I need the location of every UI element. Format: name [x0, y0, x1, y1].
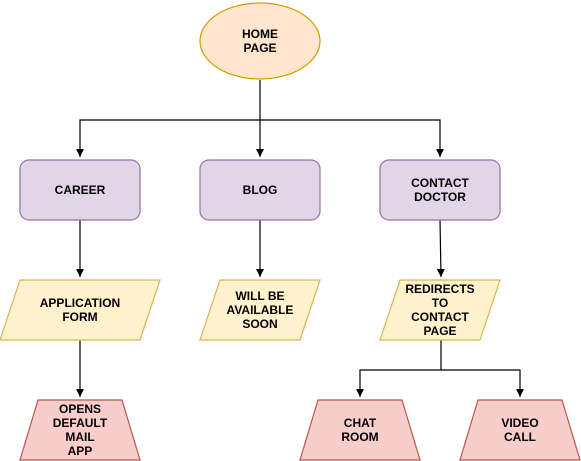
contact-doctor-node: [379, 159, 501, 221]
opens-default-mail-app-node: [19, 399, 141, 461]
home-page-node: [199, 2, 321, 80]
connector-redirects-to-chat-room: [356, 340, 442, 397]
career-node: [19, 159, 141, 221]
video-call-node: [459, 399, 581, 461]
connector-contact-to-redirects: [436, 219, 445, 278]
blog-node: [199, 159, 321, 221]
will-be-available-soon-node: [199, 279, 321, 341]
chat-room-node: [299, 399, 421, 461]
connector-home-to-contact-doctor: [260, 119, 444, 157]
connector-redirects-to-video-call: [441, 369, 524, 397]
redirects-to-contact-page-node: [379, 279, 501, 341]
application-form-node: [0, 279, 161, 341]
connector-home-to-career: [76, 80, 261, 157]
